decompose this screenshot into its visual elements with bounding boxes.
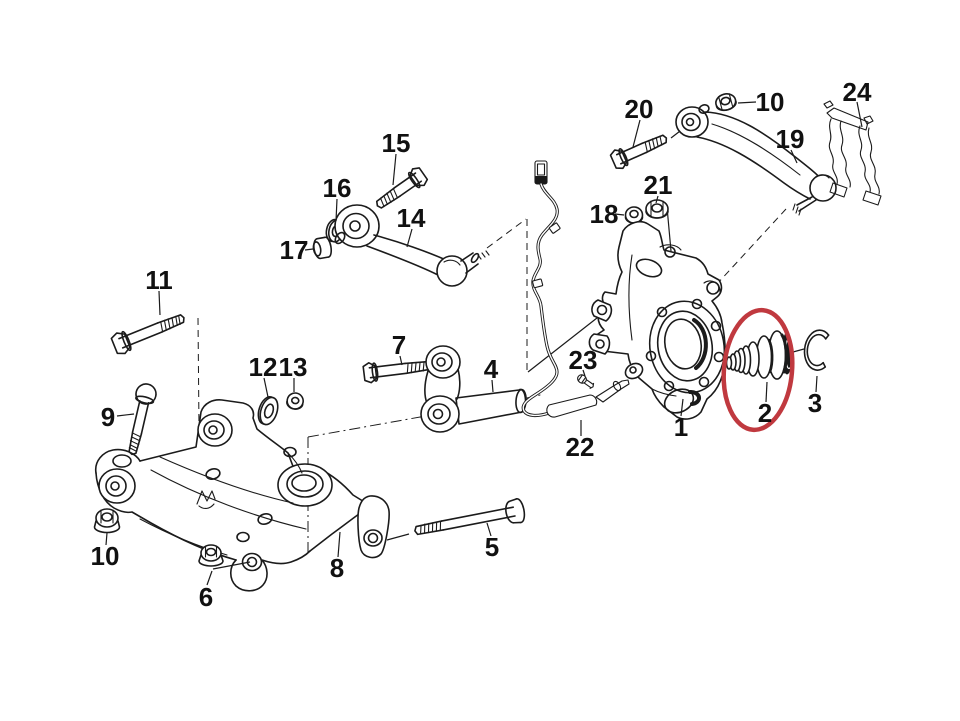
part-label-17: 17 — [280, 235, 309, 265]
bolt-7 — [362, 360, 431, 384]
part-label-10: 10 — [91, 541, 120, 571]
abs-sensor-cable-22 — [521, 160, 630, 418]
part-label-3: 3 — [808, 388, 822, 418]
integral-link-4 — [420, 345, 541, 433]
bolt-9 — [128, 383, 157, 456]
nut-10-bottom — [93, 508, 121, 534]
callout-leader-21 — [655, 195, 659, 204]
screw-23 — [577, 374, 595, 389]
callout-leader-4 — [491, 379, 494, 393]
callout-leader-8 — [337, 531, 341, 558]
bolt-11 — [110, 314, 185, 355]
callout-leader-18 — [614, 213, 625, 216]
cv-boot-2 — [725, 330, 794, 380]
part-label-18: 18 — [590, 199, 619, 229]
callout-leader-6 — [206, 570, 213, 586]
nut-6 — [198, 544, 224, 567]
part-label-23: 23 — [569, 345, 598, 375]
part-label-2: 2 — [758, 398, 772, 428]
bolt-20 — [609, 134, 668, 170]
part-label-15: 15 — [382, 128, 411, 158]
track-strut-arm-14 — [334, 204, 490, 287]
part-label-21: 21 — [644, 170, 673, 200]
part-label-5: 5 — [485, 532, 499, 562]
wheel-carrier-knuckle-1 — [588, 221, 726, 420]
callout-leader-16 — [335, 198, 338, 222]
nut-10-top — [715, 93, 737, 112]
highlight-ellipse — [721, 307, 795, 433]
callout-leader-17 — [304, 248, 314, 251]
part-label-6: 6 — [199, 582, 213, 612]
part-label-10: 10 — [756, 87, 785, 117]
part-label-13: 13 — [279, 352, 308, 382]
callout-leader-20 — [632, 119, 641, 148]
callout-leader-12 — [263, 377, 269, 398]
retaining-bracket-24 — [823, 100, 882, 206]
upper-control-arm-19 — [675, 104, 837, 216]
part-label-8: 8 — [330, 553, 344, 583]
callout-leader-11 — [158, 290, 161, 316]
callout-leader-9 — [116, 413, 135, 417]
callout-leader-24 — [856, 101, 863, 128]
callout-leader-10 — [737, 101, 757, 104]
callout-leader-10 — [105, 532, 108, 546]
nut-21 — [645, 199, 669, 219]
part-label-14: 14 — [397, 203, 426, 233]
callout-leader-1 — [680, 398, 684, 417]
snap-ring-3 — [803, 329, 830, 371]
callout-leader-14 — [406, 228, 413, 248]
part-label-16: 16 — [323, 173, 352, 203]
callout-leader-23 — [582, 369, 586, 377]
callout-leader-15 — [392, 153, 397, 186]
part-label-7: 7 — [392, 330, 406, 360]
callout-leader-3 — [815, 375, 818, 393]
part-label-20: 20 — [625, 94, 654, 124]
nut-17 — [312, 236, 333, 260]
callout-leader-19 — [790, 149, 798, 164]
part-label-24: 24 — [843, 77, 872, 107]
part-label-1: 1 — [674, 412, 688, 442]
part-label-12: 12 — [249, 352, 278, 382]
part-label-11: 11 — [145, 265, 173, 295]
nut-13 — [286, 392, 304, 410]
callout-leader-7 — [399, 355, 403, 366]
part-label-9: 9 — [101, 402, 115, 432]
bolt-15 — [375, 167, 429, 209]
bolt-5 — [414, 498, 526, 536]
washer-18 — [624, 206, 644, 224]
orientation-mark — [196, 490, 216, 509]
callout-leader-5 — [486, 522, 492, 537]
part-label-4: 4 — [484, 354, 499, 384]
washer-12 — [257, 396, 279, 426]
part-label-19: 19 — [776, 124, 805, 154]
callout-leader-2 — [765, 381, 768, 403]
part-label-22: 22 — [566, 432, 595, 462]
rear-subframe — [94, 399, 390, 592]
